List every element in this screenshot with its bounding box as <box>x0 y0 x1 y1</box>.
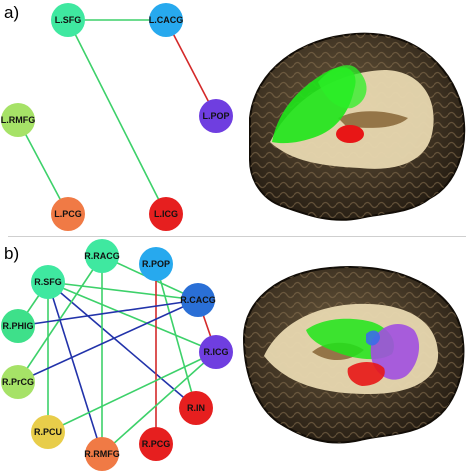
node-label-r-pcg: R.PCG <box>142 439 171 449</box>
edge-r-racg-to-r-prcg <box>17 255 103 383</box>
graph-nodes: L.SFG L.CACG L.RMFG L.POP L.PCG L.ICG R.RACG R.… <box>1 3 233 471</box>
panel-divider <box>8 236 466 237</box>
node-r-icg: R.ICG <box>199 335 233 369</box>
node-label-r-sfg: R.SFG <box>34 277 62 287</box>
panel-b-label: b) <box>4 244 20 263</box>
node-circle-l-cacg <box>149 3 183 37</box>
node-circle-r-racg <box>85 239 119 273</box>
node-r-in: R.IN <box>179 391 213 425</box>
node-label-l-pcg: L.PCG <box>54 209 82 219</box>
edge-l-cacg-to-l-pop <box>165 19 217 117</box>
node-circle-r-icg <box>199 335 233 369</box>
node-r-sfg: R.SFG <box>31 265 65 299</box>
node-label-r-prcg: R.PrCG <box>2 377 34 387</box>
node-label-r-racg: R.RACG <box>84 251 120 261</box>
edge-r-sfg-to-r-cacg <box>47 281 199 301</box>
node-l-sfg: L.SFG <box>51 3 85 37</box>
node-circle-l-sfg <box>51 3 85 37</box>
node-circle-r-in <box>179 391 213 425</box>
edge-r-icg-to-r-pcu <box>47 351 217 433</box>
node-r-prcg: R.PrCG <box>1 365 35 399</box>
node-r-phig: R.PHIG <box>1 309 35 343</box>
edge-l-sfg-to-l-icg <box>67 19 167 215</box>
node-label-l-pop: L.POP <box>202 111 229 121</box>
node-r-rmfg: R.RMFG <box>84 437 120 471</box>
node-circle-r-cacg <box>181 283 215 317</box>
node-l-cacg: L.CACG <box>149 3 184 37</box>
node-circle-r-rmfg <box>85 437 119 471</box>
node-label-r-pcu: R.PCU <box>34 427 62 437</box>
edge-r-cacg-to-r-prcg <box>17 299 199 383</box>
node-l-rmfg: L.RMFG <box>1 103 36 137</box>
node-r-pcu: R.PCU <box>31 415 65 449</box>
node-r-racg: R.RACG <box>84 239 120 273</box>
edge-l-rmfg-to-l-pcg <box>17 119 69 215</box>
brain-b <box>242 266 465 444</box>
panel-a-label: a) <box>4 3 20 22</box>
node-label-l-icg: L.ICG <box>154 209 178 219</box>
node-label-r-icg: R.ICG <box>203 347 228 357</box>
edge-r-sfg-to-r-in <box>47 281 197 409</box>
node-label-r-pop: R.POP <box>142 259 170 269</box>
brain-b-purple-tract <box>370 324 420 380</box>
node-label-l-sfg: L.SFG <box>55 15 82 25</box>
node-label-r-phig: R.PHIG <box>2 321 33 331</box>
node-label-l-cacg: L.CACG <box>149 15 184 25</box>
edge-r-icg-to-r-rmfg <box>101 351 217 455</box>
node-l-pcg: L.PCG <box>51 197 85 231</box>
brain-a-ventricle <box>338 111 408 128</box>
node-circle-r-phig <box>1 309 35 343</box>
brain-a <box>249 32 466 221</box>
node-r-pop: R.POP <box>139 247 173 281</box>
node-label-r-rmfg: R.RMFG <box>84 449 120 459</box>
brain-a-green-tract-b <box>318 65 367 109</box>
brain-a-red-tract <box>336 125 364 143</box>
brain-b-blue-tract <box>366 330 380 346</box>
node-l-icg: L.ICG <box>149 197 183 231</box>
node-circle-l-pop <box>199 99 233 133</box>
node-circle-r-pcg <box>139 427 173 461</box>
edge-r-sfg-to-r-rmfg <box>47 281 103 455</box>
node-label-r-cacg: R.CACG <box>180 295 216 305</box>
node-circle-l-icg <box>149 197 183 231</box>
edge-r-cacg-to-r-phig <box>17 299 199 327</box>
node-label-l-rmfg: L.RMFG <box>1 115 36 125</box>
node-r-cacg: R.CACG <box>180 283 216 317</box>
node-circle-r-prcg <box>1 365 35 399</box>
node-circle-l-pcg <box>51 197 85 231</box>
node-circle-l-rmfg <box>1 103 35 137</box>
edge-r-pop-to-r-in <box>155 263 197 409</box>
node-l-pop: L.POP <box>199 99 233 133</box>
node-r-pcg: R.PCG <box>139 427 173 461</box>
graph-edges <box>17 19 217 455</box>
brain-b-red-tract <box>347 362 385 386</box>
node-label-r-in: R.IN <box>187 403 205 413</box>
node-circle-r-pcu <box>31 415 65 449</box>
node-circle-r-sfg <box>31 265 65 299</box>
node-circle-r-pop <box>139 247 173 281</box>
